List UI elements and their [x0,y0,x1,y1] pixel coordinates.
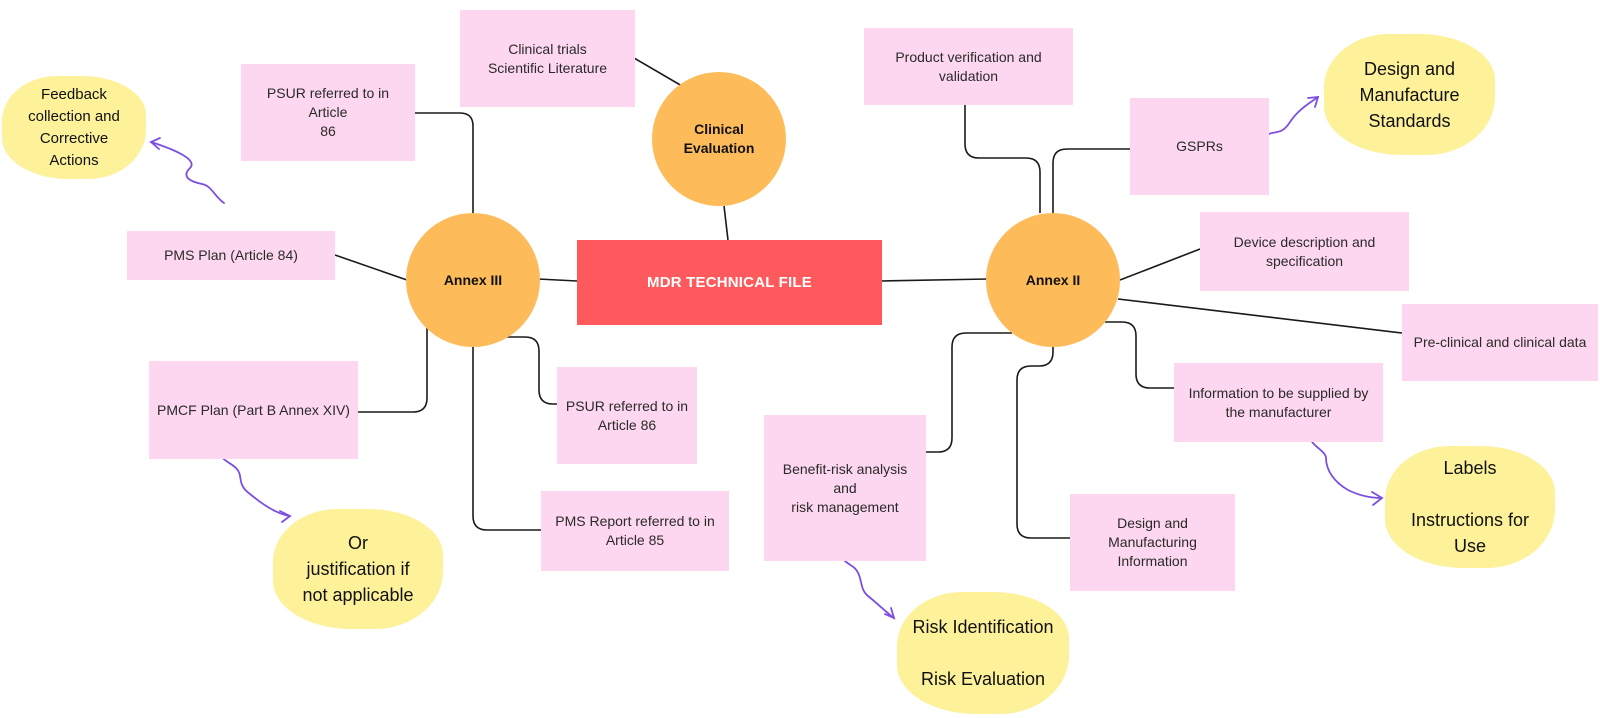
note-pms-report[interactable]: PMS Report referred to in Article 85 [541,491,729,571]
connector-annex2-verification [964,104,1041,213]
arrowhead-standards [1307,95,1320,108]
arrowhead-risk [884,607,896,620]
note-product-verification[interactable]: Product verification and validation [864,28,1073,105]
note-design-manufacturing-information-text: Design and Manufacturing Information [1108,515,1197,569]
connector-root-annex3 [537,278,578,282]
note-gsprs[interactable]: GSPRs [1130,98,1269,195]
note-pms-plan-text: PMS Plan (Article 84) [164,247,298,263]
connector-annex3-psur-top [415,112,474,213]
connector-annex2-benefit-risk [926,332,1012,453]
connector-annex2-gsprs [1052,148,1130,213]
note-preclinical-clinical-data[interactable]: Pre-clinical and clinical data [1402,304,1598,381]
note-pmcf-plan[interactable]: PMCF Plan (Part B Annex XIV) [149,361,358,459]
note-device-description[interactable]: Device description and specification [1200,212,1409,291]
connector-annex3-pms-report [472,346,541,531]
connector-root-annex2 [880,278,989,282]
connector-annex3-pms-plan [334,254,408,281]
connector-annex2-preclinical [1117,298,1403,334]
mdr-technical-file-label: MDR TECHNICAL FILE [647,274,812,291]
annex2-hub-label: Annex II [1025,271,1081,288]
annotation-design-standards[interactable]: Design and Manufacture Standards [1324,34,1495,155]
note-clinical-trials-text: Clinical trials Scientific Literature [487,40,608,76]
note-gsprs-text: GSPRs [1176,138,1223,154]
note-psur-article-86-top-text: PSUR referred to in Article 86 [266,85,390,139]
note-pms-plan[interactable]: PMS Plan (Article 84) [127,231,335,280]
note-benefit-risk-text: Benefit-risk analysis and risk managemen… [782,460,908,515]
note-psur-article-86-bottom[interactable]: PSUR referred to in Article 86 [557,367,697,464]
connector-annex2-device-description [1119,248,1201,281]
annotation-design-standards-text: Design and Manufacture Standards [1359,58,1460,131]
connector-annex2-info-supplied [1105,321,1174,389]
note-information-supplied-text: Information to be supplied by the manufa… [1188,384,1369,420]
annotation-labels-ifu[interactable]: Labels Instructions for Use [1385,446,1555,568]
connector-annex2-design-info [1016,346,1070,539]
clinical-evaluation-hub[interactable]: Clinical Evaluation [652,72,786,206]
clinical-evaluation-hub-label: Clinical Evaluation [683,121,755,156]
squiggle-arrow-feedback [150,141,225,204]
note-design-manufacturing-information[interactable]: Design and Manufacturing Information [1070,494,1235,591]
note-information-supplied[interactable]: Information to be supplied by the manufa… [1174,363,1383,442]
annotation-feedback[interactable]: Feedback collection and Corrective Actio… [2,76,146,179]
annotation-justification[interactable]: Or justification if not applicable [273,509,443,629]
arrowhead-justification [279,510,292,523]
note-product-verification-text: Product verification and validation [895,48,1042,84]
annotation-risk[interactable]: Risk Identification Risk Evaluation [897,592,1069,714]
note-preclinical-clinical-data-text: Pre-clinical and clinical data [1413,334,1587,350]
note-clinical-trials[interactable]: Clinical trials Scientific Literature [460,10,635,107]
arrowhead-feedback [149,137,161,150]
note-device-description-text: Device description and specification [1233,233,1376,269]
annex3-hub-label: Annex III [443,271,503,288]
connector-annex3-pmcf [358,328,428,413]
mdr-technical-file-node[interactable]: MDR TECHNICAL FILE [577,240,882,325]
note-psur-article-86-top[interactable]: PSUR referred to in Article 86 [241,64,415,161]
note-benefit-risk[interactable]: Benefit-risk analysis and risk managemen… [764,415,926,561]
note-pms-report-text: PMS Report referred to in Article 85 [555,513,715,548]
annotation-feedback-text: Feedback collection and Corrective Actio… [28,85,120,169]
connector-clinical-trials [633,57,683,87]
connector-root-clinical [723,205,729,241]
squiggle-arrow-labels [1309,432,1383,499]
squiggle-arrow-justification [219,448,291,517]
note-psur-article-86-bottom-text: PSUR referred to in Article 86 [565,397,689,433]
annex2-hub[interactable]: Annex II [986,213,1120,347]
annotation-risk-text: Risk Identification Risk Evaluation [912,617,1054,689]
arrowhead-labels [1371,491,1384,506]
connector-annex3-psur-bottom [505,336,557,405]
annotation-labels-ifu-text: Labels Instructions for Use [1410,458,1530,556]
note-pmcf-plan-text: PMCF Plan (Part B Annex XIV) [157,401,350,418]
annotation-justification-text: Or justification if not applicable [302,533,414,605]
annex3-hub[interactable]: Annex III [406,213,540,347]
